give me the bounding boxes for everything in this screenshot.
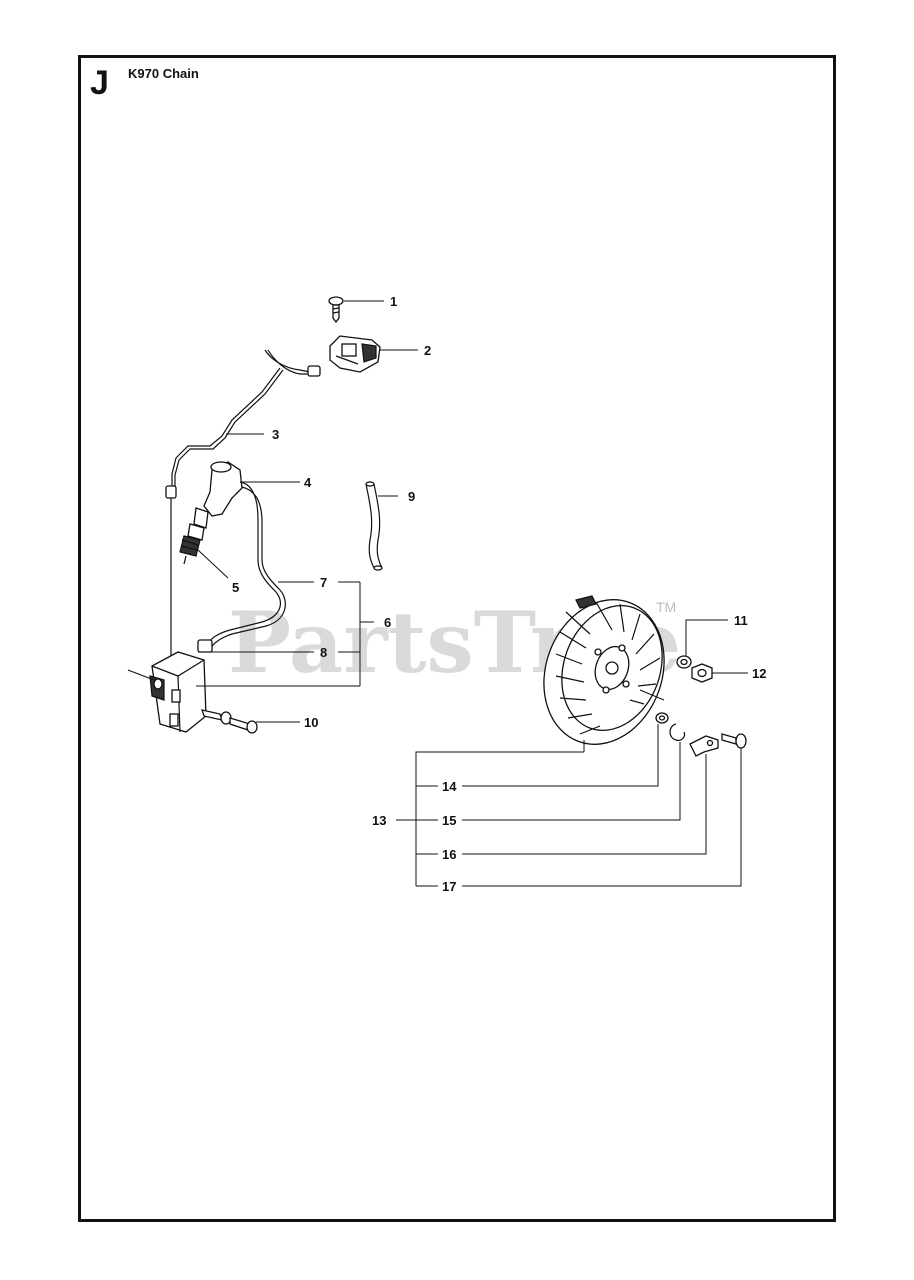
callout-12: 12 xyxy=(752,666,766,681)
callout-5: 5 xyxy=(232,580,239,595)
spark-plug-cap-icon xyxy=(203,461,263,560)
washer-icon xyxy=(676,655,692,669)
callout-3: 3 xyxy=(272,427,279,442)
wire-icon xyxy=(165,349,321,660)
callout-7: 7 xyxy=(320,575,327,590)
ignition-coil-icon xyxy=(127,651,207,733)
callout-14: 14 xyxy=(442,779,457,794)
callout-11: 11 xyxy=(734,613,748,628)
section-letter: J xyxy=(90,64,109,102)
callout-10: 10 xyxy=(304,715,318,730)
bolt-icon xyxy=(721,733,747,749)
screw-icon xyxy=(328,296,344,324)
watermark-trademark: TM xyxy=(656,599,676,615)
callout-1: 1 xyxy=(390,294,397,309)
callout-8: 8 xyxy=(320,645,327,660)
page-title: K970 Chain xyxy=(128,66,199,81)
callout-4: 4 xyxy=(304,475,312,490)
bolt-icon xyxy=(201,709,258,734)
flywheel-icon xyxy=(543,595,665,745)
washer-icon xyxy=(655,712,669,724)
nut-icon xyxy=(691,663,713,683)
callout-2: 2 xyxy=(424,343,431,358)
callout-13: 13 xyxy=(372,813,386,828)
ht-lead-wire xyxy=(197,559,286,653)
callout-17: 17 xyxy=(442,879,456,894)
key-icon xyxy=(689,735,719,757)
callout-15: 15 xyxy=(442,813,456,828)
page-frame xyxy=(78,55,836,1222)
callout-9: 9 xyxy=(408,489,415,504)
callout-16: 16 xyxy=(442,847,456,862)
switch-icon xyxy=(329,335,381,373)
callout-6: 6 xyxy=(384,615,391,630)
spark-plug-icon xyxy=(179,507,209,565)
leader-lines xyxy=(196,300,748,887)
hose-icon xyxy=(365,481,383,571)
circlip-icon xyxy=(669,723,686,741)
